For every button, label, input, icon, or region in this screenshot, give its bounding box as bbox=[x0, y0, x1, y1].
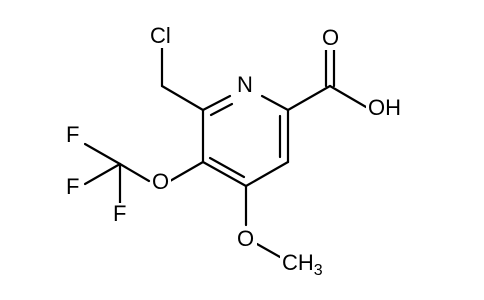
bond-c6-cooh bbox=[286, 84, 332, 112]
fluorine-bottom-label: F bbox=[113, 201, 126, 226]
chlorine-label: Cl bbox=[150, 23, 171, 48]
fluorine-left-label: F bbox=[66, 174, 79, 199]
bond-cf3-f-top bbox=[83, 142, 122, 166]
bond-inner-c4-c3 bbox=[208, 156, 246, 179]
methyl-label: CH3 bbox=[282, 250, 323, 279]
bond-cooh-oh bbox=[328, 84, 368, 109]
bond-o-cf3 bbox=[118, 162, 151, 183]
nitrogen-label: N bbox=[237, 72, 253, 97]
fluorine-top-label: F bbox=[66, 122, 79, 147]
methoxy-oxygen-label: O bbox=[237, 226, 254, 251]
methyl-subscript: 3 bbox=[314, 262, 323, 279]
hydroxyl-label: OH bbox=[368, 95, 401, 120]
bond-inner-c2-n bbox=[209, 102, 234, 117]
bond-cf3-f-left bbox=[83, 162, 122, 186]
bond-c4-c3 bbox=[201, 160, 248, 188]
bond-c3-o bbox=[168, 160, 205, 183]
ether-oxygen-label: O bbox=[152, 169, 169, 194]
carbonyl-oxygen-label: O bbox=[322, 25, 339, 50]
methyl-ch-text: CH bbox=[282, 250, 314, 275]
bond-n-c6 bbox=[260, 94, 290, 112]
bond-o-ch3 bbox=[255, 242, 282, 259]
bond-c2-ch2 bbox=[160, 84, 205, 112]
bond-c2-n bbox=[201, 94, 232, 112]
bond-c5-c4 bbox=[244, 160, 290, 188]
